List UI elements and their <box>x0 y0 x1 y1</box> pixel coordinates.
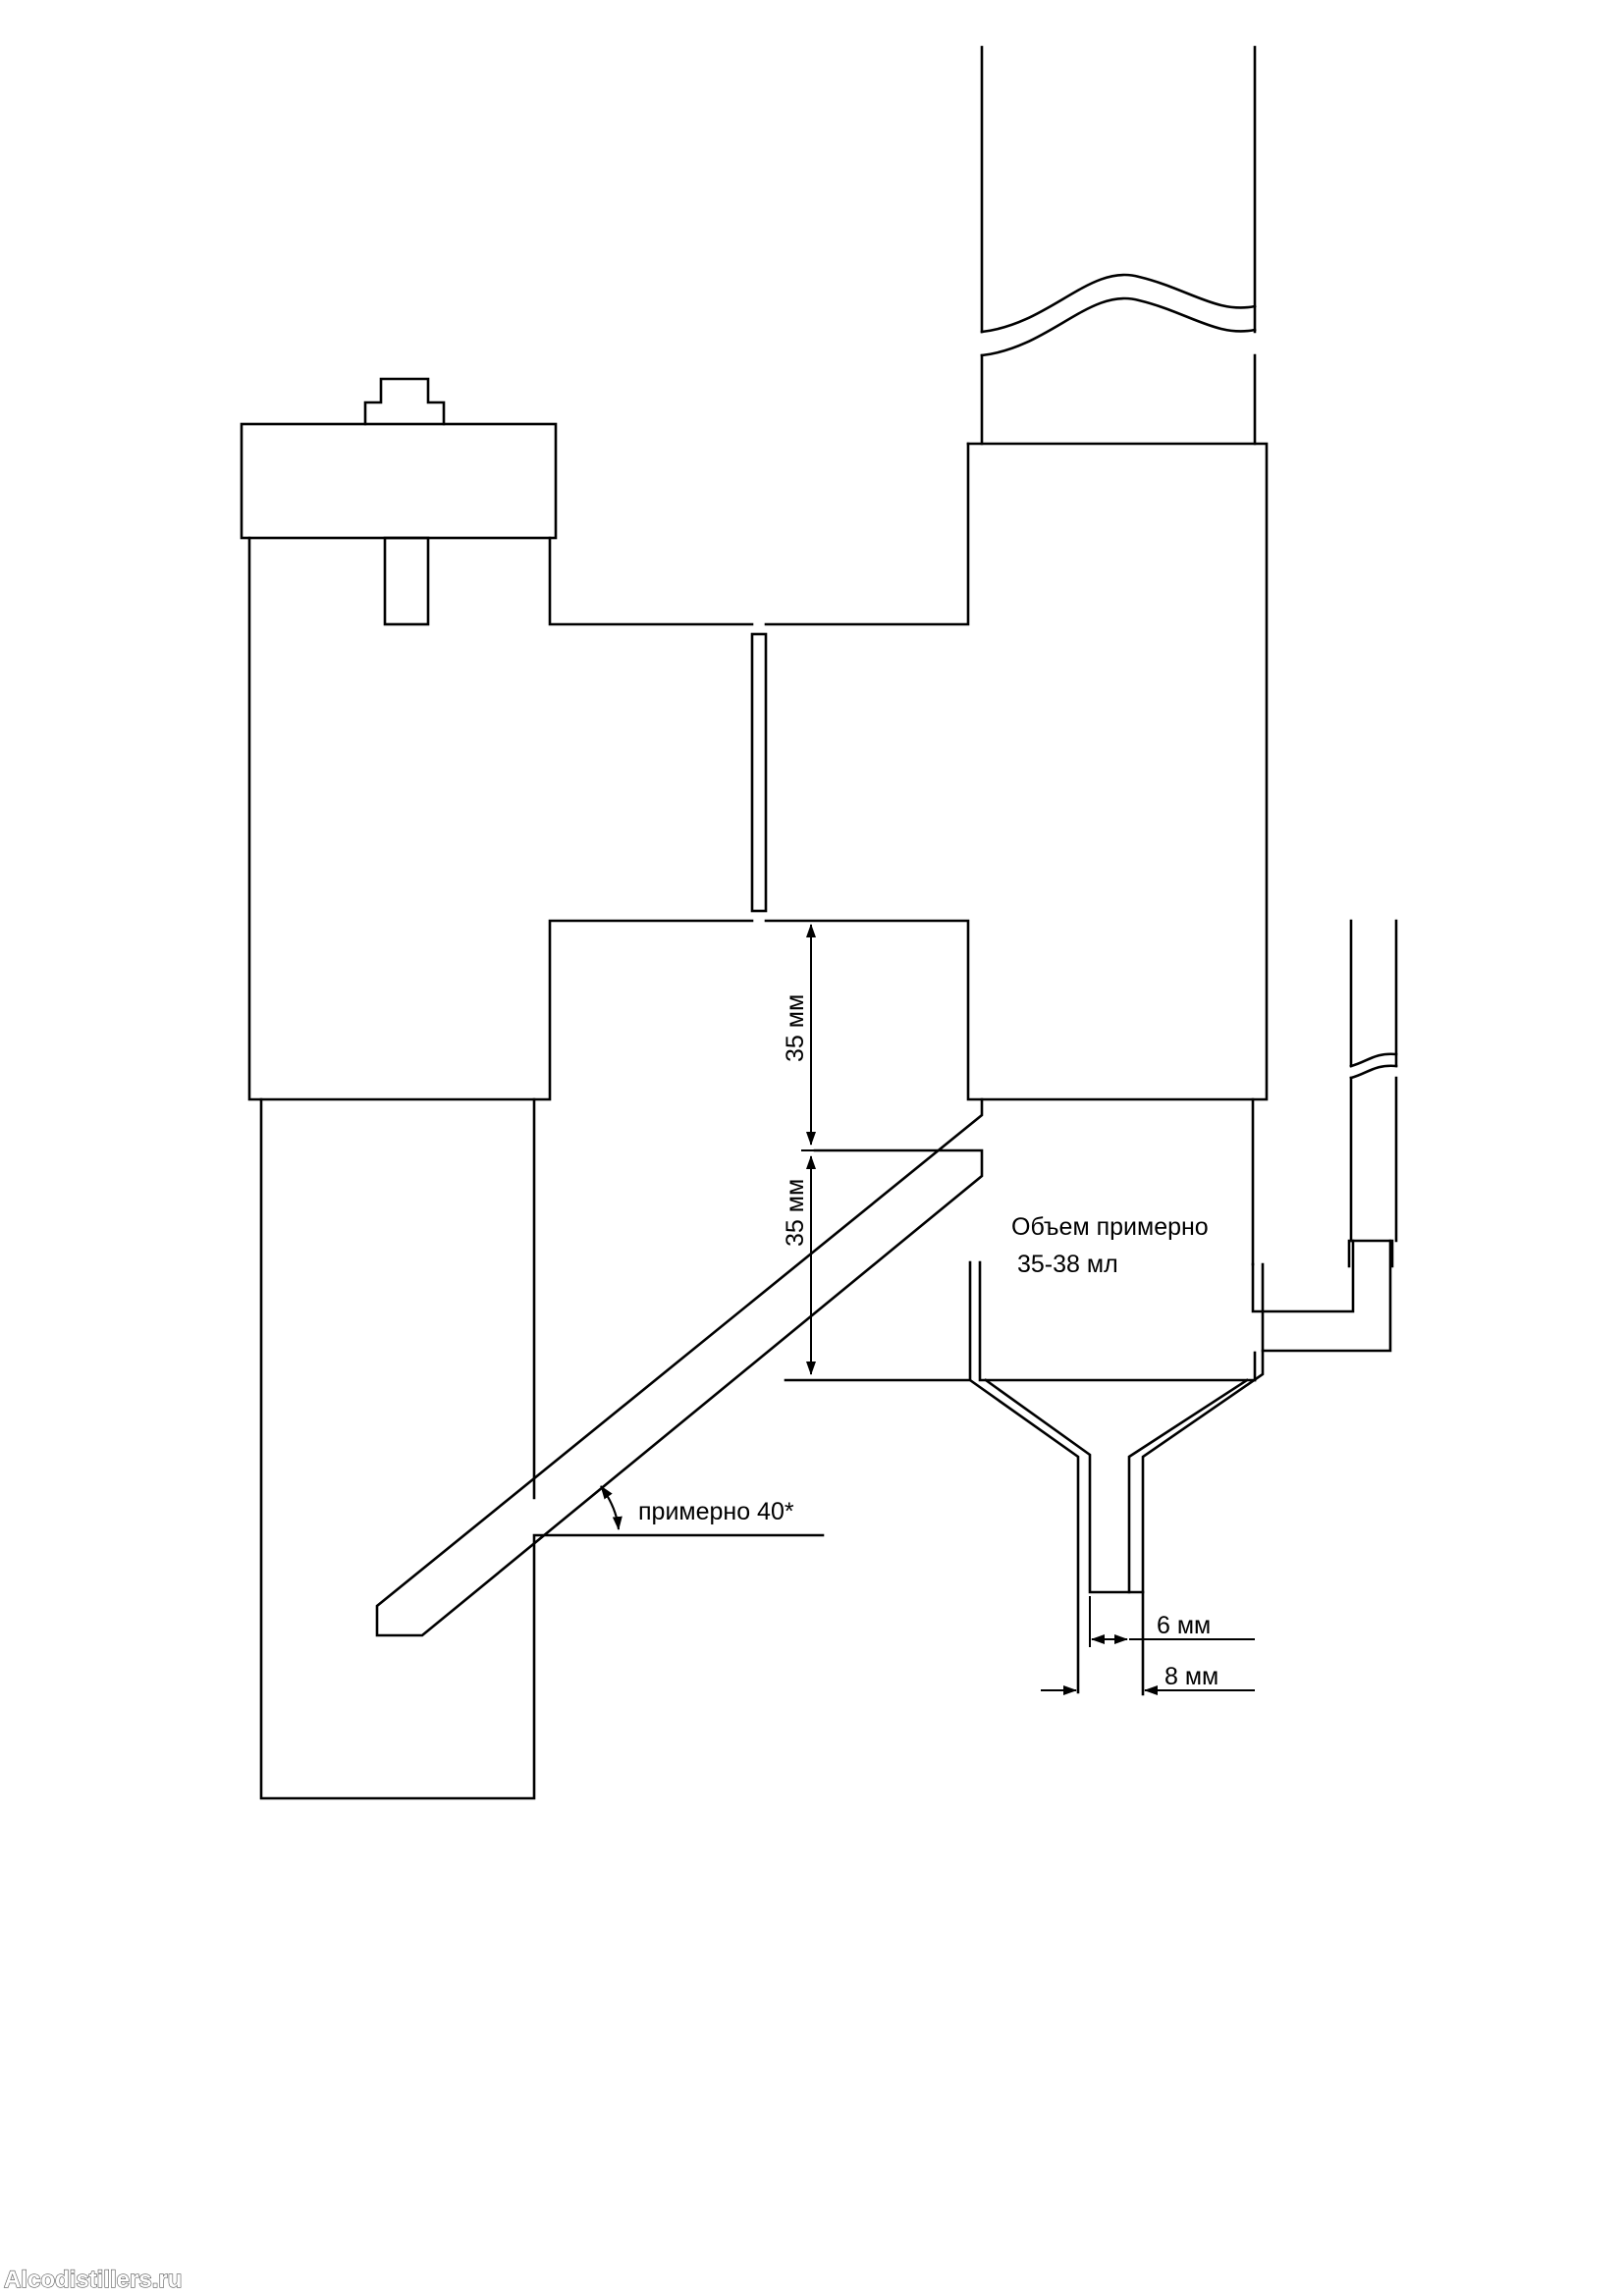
left-cap <box>240 422 558 540</box>
cap-knob <box>363 377 446 426</box>
volume-label-line1: Объем примерно <box>1011 1213 1209 1241</box>
dimension-lower: 35 мм <box>782 1155 816 1375</box>
dim-upper-label: 35 мм <box>782 994 809 1062</box>
dim-inner-label: 6 мм <box>1157 1612 1211 1639</box>
left-lower-tube <box>259 1097 825 1800</box>
right-body <box>764 442 1269 1101</box>
angle-annotation: примерно 40* <box>600 1485 794 1530</box>
watermark: Alcodistillers.ru <box>4 2267 182 2293</box>
dimension-outer: 8 мм <box>1041 1663 1255 1695</box>
angle-label: примерно 40* <box>638 1498 794 1525</box>
dimension-inner: 6 мм <box>1089 1596 1255 1647</box>
side-tube <box>1251 919 1398 1353</box>
cap-stem <box>383 536 430 626</box>
dim-outer-label: 8 мм <box>1164 1663 1218 1690</box>
volume-label-line2: 35-38 мл <box>1017 1251 1118 1278</box>
left-body <box>240 377 754 1101</box>
funnel <box>968 1349 1265 1696</box>
connecting-sleeve <box>750 632 768 913</box>
dimension-upper: 35 мм <box>782 924 982 1151</box>
diagonal-pipe <box>375 1097 984 1637</box>
dim-lower-label: 35 мм <box>782 1179 809 1247</box>
column-pipe <box>980 45 1257 446</box>
